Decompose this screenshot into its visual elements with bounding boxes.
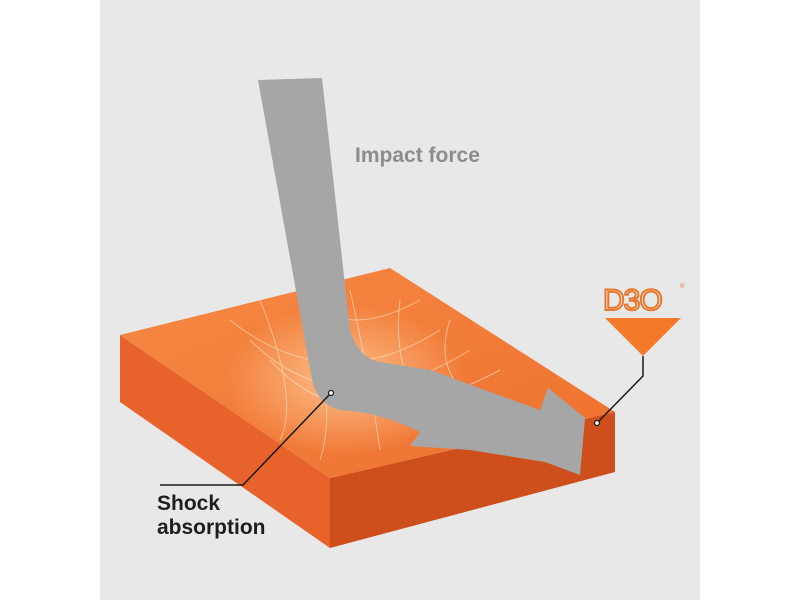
shock-label-line2: absorption — [157, 516, 266, 539]
d3o-logo: D3O — [602, 283, 664, 318]
shock-label-line1: Shock — [157, 492, 221, 515]
d3o-triangle-marker — [605, 318, 681, 356]
d3o-leader-line — [593, 318, 681, 427]
registered-mark: ® — [680, 284, 685, 290]
shock-absorption-label: Shock absorption — [157, 492, 266, 540]
impact-force-arrow — [258, 78, 585, 475]
impact-force-label: Impact force — [355, 144, 480, 167]
block-left-face — [120, 335, 330, 548]
shock-leader-line — [160, 389, 335, 486]
